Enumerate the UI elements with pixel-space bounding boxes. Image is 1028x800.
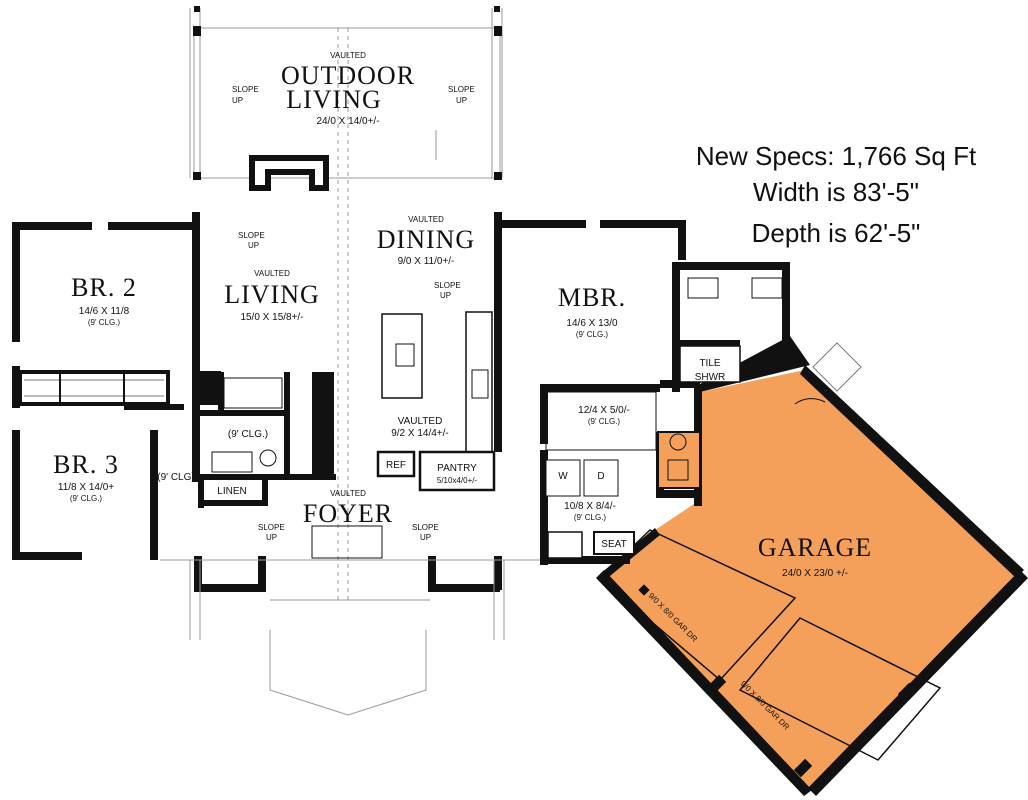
laundry-clg: (9' CLG.) (574, 513, 607, 522)
dryer-label: D (597, 471, 604, 482)
dining-dims: 9/0 X 11/0+/- (398, 256, 455, 267)
wic-clg: (9' CLG.) (588, 417, 621, 426)
mbr-dims: 14/6 X 13/0 (566, 318, 618, 329)
outdoor-vaulted: VAULTED (330, 51, 366, 60)
bedroom-labels: BR. 2 14/6 X 11/8 (9' CLG.) BR. 3 11/8 X… (53, 273, 332, 503)
outdoor-name-2: LIVING (286, 85, 382, 114)
slope-up: UP (440, 291, 451, 300)
pantry-dims: 5/10x4/0+/- (437, 476, 478, 485)
dining-name: DINING (377, 225, 475, 254)
outdoor-name-1: OUTDOOR (281, 61, 415, 90)
br2-dims: 14/6 X 11/8 (79, 306, 130, 317)
slope-label: SLOPE (434, 281, 461, 290)
foyer-vaulted: VAULTED (330, 489, 366, 498)
mbr-clg: (9' CLG.) (576, 330, 609, 339)
bath2-clg: (9' CLG.) (228, 429, 268, 440)
living-labels: SLOPE UP VAULTED LIVING 15/0 X 15/8+/- (224, 231, 320, 323)
br3-clg: (9' CLG.) (70, 494, 103, 503)
slope-up: UP (248, 241, 259, 250)
slope-label: SLOPE (238, 231, 265, 240)
dining-labels: VAULTED DINING 9/0 X 11/0+/- SLOPE UP (377, 215, 475, 300)
fireplace (249, 155, 329, 191)
living-dims: 15/0 X 15/8+/- (240, 312, 303, 323)
exterior-walls (12, 212, 790, 565)
mbr-name: MBR. (558, 283, 626, 312)
pantry-label: PANTRY (437, 463, 477, 474)
living-name: LIVING (224, 280, 320, 309)
spec-width: Width is 83'-5" (753, 177, 919, 207)
foyer-name: FOYER (303, 499, 393, 528)
hall-clg: (9' CLG) (157, 472, 194, 483)
outdoor-labels: VAULTED OUTDOOR LIVING 24/0 X 14/0+/- SL… (232, 51, 475, 127)
br3-name: BR. 3 (53, 450, 119, 479)
outdoor-dims: 24/0 X 14/0+/- (316, 116, 379, 127)
living-vaulted: VAULTED (254, 269, 290, 278)
seat-label: SEAT (601, 539, 626, 550)
slope-label: SLOPE (412, 523, 439, 532)
slope-label: SLOPE (232, 85, 259, 94)
spec-block: New Specs: 1,766 Sq Ft Width is 83'-5" D… (696, 141, 977, 248)
br2-clg: (9' CLG.) (88, 318, 121, 327)
front-porch (160, 525, 540, 716)
slope-up: UP (232, 96, 243, 105)
shower-line2: SHWR (695, 372, 726, 383)
ref-label: REF (386, 460, 406, 471)
dining-vaulted: VAULTED (408, 215, 444, 224)
slope-label: SLOPE (448, 85, 475, 94)
kitchen-labels: VAULTED 9/2 X 14/4+/- REF PANTRY 5/10x4/… (386, 416, 477, 485)
lin-label: LIN (202, 390, 218, 401)
br2-name: BR. 2 (71, 273, 137, 302)
slope-up: UP (420, 533, 431, 542)
laundry-dims: 10/8 X 8/4/- (564, 501, 616, 512)
slope-up: UP (266, 533, 277, 542)
spec-sqft: New Specs: 1,766 Sq Ft (696, 141, 977, 171)
washer-label: W (558, 471, 568, 482)
slope-up: UP (456, 96, 467, 105)
wic-dims: 12/4 X 5/0/- (578, 405, 630, 416)
interior-walls (198, 277, 783, 559)
outdoor-porch-outline (189, 6, 503, 600)
desk-label: BUILT-IN DESK (323, 405, 332, 462)
master-labels: MBR. 14/6 X 13/0 (9' CLG.) 12/4 X 5/0/- … (558, 283, 725, 550)
slope-label: SLOPE (258, 523, 285, 532)
kitchen-dims: 9/2 X 14/4+/- (391, 428, 449, 439)
foyer-labels: VAULTED FOYER SLOPE UP SLOPE UP (258, 489, 439, 542)
shower-line1: TILE (699, 358, 720, 369)
garage-walls (596, 336, 1028, 796)
spec-depth: Depth is 62'-5" (752, 218, 921, 248)
garage-name: GARAGE (758, 533, 872, 562)
linen-label: LINEN (217, 486, 246, 497)
kitchen-vaulted: VAULTED (398, 416, 443, 427)
garage-dims: 24/0 X 23/0 +/- (782, 568, 848, 579)
br3-dims: 11/8 X 14/0+ (58, 482, 114, 493)
